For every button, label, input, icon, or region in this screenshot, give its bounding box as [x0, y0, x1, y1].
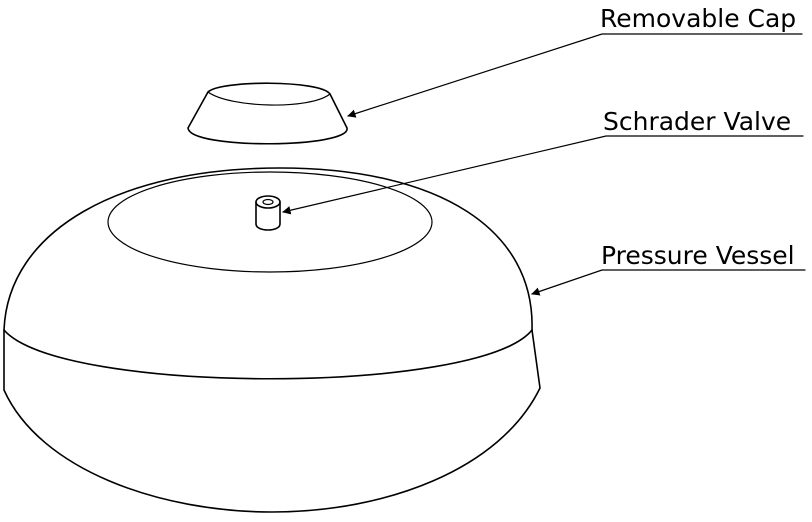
cap-outline — [187, 82, 348, 145]
valve-bore — [262, 198, 274, 206]
leader-valve — [282, 135, 804, 215]
label-removable-cap: Removable Cap — [600, 4, 796, 33]
leader-lines — [282, 33, 806, 296]
label-pressure-vessel: Pressure Vessel — [601, 241, 795, 270]
valve-body — [255, 201, 281, 231]
vessel-band-top — [3, 329, 533, 380]
leader-cap — [347, 33, 803, 118]
label-schrader-valve: Schrader Valve — [603, 107, 791, 136]
cap-top-edge — [207, 91, 331, 106]
valve-top — [255, 195, 281, 209]
schrader-valve — [255, 195, 281, 231]
removable-cap — [187, 82, 348, 145]
vessel-lower-body — [3, 329, 541, 513]
leader-vessel — [531, 269, 806, 296]
vessel-dome — [3, 167, 533, 331]
pressure-vessel — [3, 167, 541, 513]
vessel-top-face — [107, 171, 433, 273]
